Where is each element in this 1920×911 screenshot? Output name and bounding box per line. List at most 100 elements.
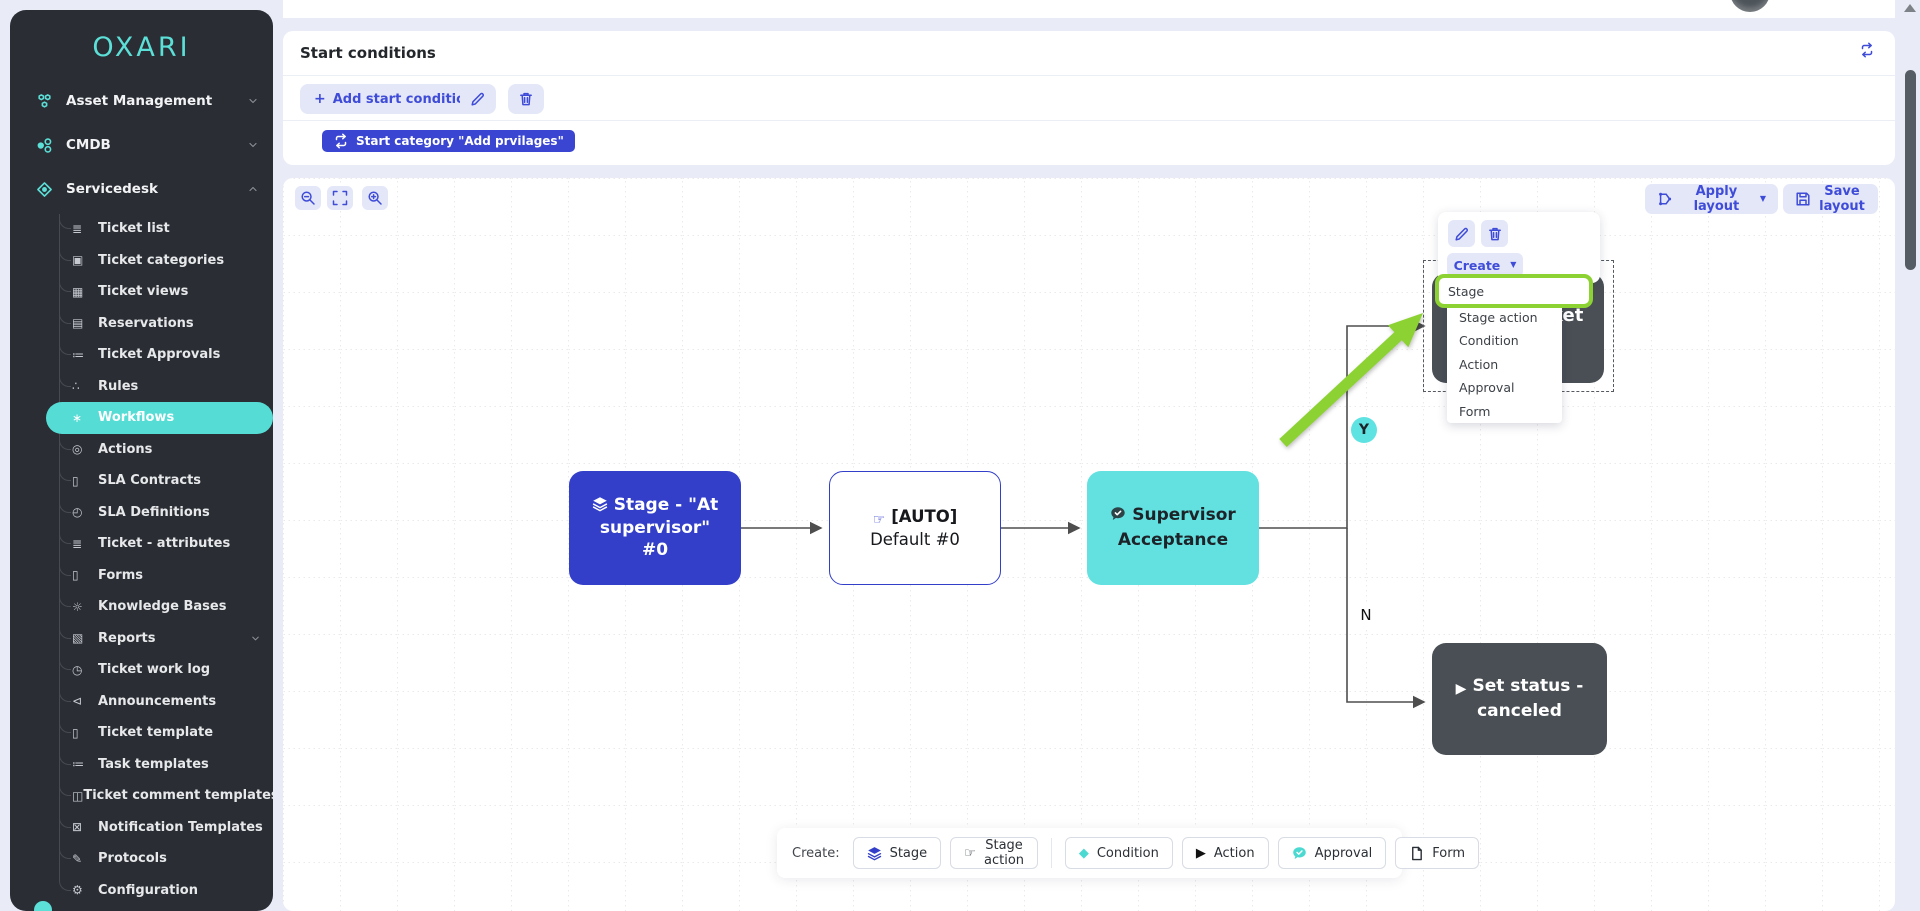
chart-icon: ▧ xyxy=(72,631,84,646)
sidebar-item-ticket-categories[interactable]: ▣Ticket categories xyxy=(10,245,273,277)
tree-branch xyxy=(59,686,71,702)
create-stage-action-button[interactable]: ☞Stage action xyxy=(950,837,1039,869)
create-menu-item-action[interactable]: Action xyxy=(1459,356,1499,372)
tree-branch xyxy=(59,497,71,513)
node-context-menu: Create ▼ xyxy=(1438,212,1600,283)
sidebar-section-asset-management[interactable]: Asset Management xyxy=(10,79,273,123)
play-icon: ▶ xyxy=(1455,681,1467,698)
tutorial-highlight-box: Stage xyxy=(1435,274,1593,308)
context-edit-button[interactable] xyxy=(1448,220,1475,247)
bubble-check-icon xyxy=(1292,846,1307,861)
sidebar-section-servicedesk[interactable]: Servicedesk xyxy=(10,167,273,211)
sidebar-item-knowledge-bases[interactable]: ☼Knowledge Bases xyxy=(10,591,273,623)
sidebar-item-actions[interactable]: ◎Actions xyxy=(10,434,273,466)
diamond-icon: ◆ xyxy=(1078,845,1089,861)
gear-icon: ⚙ xyxy=(72,883,83,898)
refresh-icon[interactable] xyxy=(1859,42,1875,58)
pencil-icon xyxy=(1454,226,1470,242)
announce-icon: ⊲ xyxy=(72,694,83,709)
tree-branch xyxy=(59,623,71,639)
trash-icon xyxy=(1487,226,1503,242)
sidebar-item-task-templates[interactable]: ≔Task templates xyxy=(10,749,273,781)
tree-branch xyxy=(59,371,71,387)
zoom-out-button[interactable] xyxy=(295,186,321,210)
bulb-icon: ☼ xyxy=(72,599,83,614)
divider xyxy=(283,120,1895,121)
clock2-icon: ◷ xyxy=(72,662,83,677)
create-menu-item-condition[interactable]: Condition xyxy=(1459,333,1519,349)
sidebar-item-configuration[interactable]: ⚙Configuration xyxy=(10,875,273,907)
start-category-button[interactable]: Start category "Add prvilages" xyxy=(322,130,575,152)
create-menu-item-form[interactable]: Form xyxy=(1459,403,1491,419)
sidebar-item-reservations[interactable]: ▤Reservations xyxy=(10,308,273,340)
apply-layout-button[interactable]: Apply layout ▼ xyxy=(1645,184,1778,214)
fit-view-icon xyxy=(332,190,348,206)
create-condition-button[interactable]: ◆Condition xyxy=(1064,837,1173,869)
sidebar-item-protocols[interactable]: ✎Protocols xyxy=(10,843,273,875)
sidebar-item-ticket-comment-templates[interactable]: ◫Ticket comment templates xyxy=(10,780,273,812)
add-start-condition-button[interactable]: + Add start condition xyxy=(300,84,489,114)
doc-icon: ▯ xyxy=(72,568,79,583)
tree-branch xyxy=(59,560,71,576)
target-icon: ◎ xyxy=(72,442,83,457)
create-form-button[interactable]: Form xyxy=(1395,837,1480,869)
create-menu-item-stage-action[interactable]: Stage action xyxy=(1459,309,1538,325)
play-icon: ▶ xyxy=(1195,845,1206,861)
sidebar-item-ticket-list[interactable]: ≣Ticket list xyxy=(10,213,273,245)
node-supervisor-acceptance[interactable]: Supervisor Acceptance xyxy=(1087,471,1259,585)
sidebar-section-cmdb[interactable]: CMDB xyxy=(10,123,273,167)
scrollbar-up-arrow[interactable] xyxy=(1904,4,1916,12)
sidebar-item-ticket-work-log[interactable]: ◷Ticket work log xyxy=(10,654,273,686)
apply-layout-icon xyxy=(1657,191,1673,207)
save-layout-button[interactable]: Save layout xyxy=(1783,184,1878,214)
list-check-icon: ≔ xyxy=(72,757,84,772)
hand-icon: ☞ xyxy=(964,845,976,861)
sidebar-item-workflows[interactable]: ∗Workflows xyxy=(46,402,273,434)
user-avatar[interactable] xyxy=(1730,0,1770,12)
repeat-icon xyxy=(333,133,349,149)
node-stage-at-supervisor[interactable]: Stage - "At supervisor" #0 xyxy=(569,471,741,585)
sidebar-user-avatar[interactable] xyxy=(34,901,52,911)
sidebar-item-ticket-template[interactable]: ▯Ticket template xyxy=(10,717,273,749)
sidebar-item-ticket-approvals[interactable]: ≔Ticket Approvals xyxy=(10,339,273,371)
comment-icon: ◫ xyxy=(72,788,84,803)
app-logo: OXARI xyxy=(92,32,191,63)
tree-branch xyxy=(59,277,71,292)
tree-branch xyxy=(59,308,71,324)
sidebar-item-sla-contracts[interactable]: ▯SLA Contracts xyxy=(10,465,273,497)
sidebar-item-ticket-attributes[interactable]: ≣Ticket - attributes xyxy=(10,528,273,560)
start-conditions-title: Start conditions xyxy=(300,44,436,62)
edit-start-condition-button[interactable] xyxy=(460,84,496,114)
delete-start-condition-button[interactable] xyxy=(508,84,544,114)
sidebar-item-ticket-views[interactable]: ▦Ticket views xyxy=(10,276,273,308)
tree-branch xyxy=(59,434,71,450)
sidebar-item-forms[interactable]: ▯Forms xyxy=(10,560,273,592)
sidebar-item-notification-templates[interactable]: ⊠Notification Templates xyxy=(10,812,273,844)
create-menu-item-approval[interactable]: Approval xyxy=(1459,380,1515,396)
context-create-button[interactable]: Create ▼ xyxy=(1447,253,1523,277)
tree-branch xyxy=(59,245,71,261)
sidebar-item-reports[interactable]: ▧Reports xyxy=(10,623,273,655)
fit-view-button[interactable] xyxy=(327,186,353,210)
hand-icon: ☞ xyxy=(872,511,886,528)
create-approval-button[interactable]: Approval xyxy=(1277,837,1387,869)
sidebar-sub-nav: ≣Ticket list▣Ticket categories▦Ticket vi… xyxy=(10,213,273,906)
layers-icon xyxy=(867,846,882,861)
scrollbar-thumb[interactable] xyxy=(1905,70,1916,270)
node-auto-default[interactable]: ☞[AUTO] Default #0 xyxy=(829,471,1001,585)
cmdb-icon xyxy=(36,137,66,154)
workflow-canvas[interactable]: Apply layout ▼ Save layout Stage - "At s… xyxy=(283,178,1895,911)
sidebar-item-sla-definitions[interactable]: ◴SLA Definitions xyxy=(10,497,273,529)
context-delete-button[interactable] xyxy=(1481,220,1508,247)
zoom-in-button[interactable] xyxy=(362,186,388,210)
sidebar-item-rules[interactable]: ∴Rules xyxy=(10,371,273,403)
servicedesk-icon xyxy=(36,181,66,198)
create-stage-button[interactable]: Stage xyxy=(852,837,942,869)
sidebar-tree-line xyxy=(59,215,60,877)
divider xyxy=(283,75,1895,76)
sidebar-item-announcements[interactable]: ⊲Announcements xyxy=(10,686,273,718)
create-action-button[interactable]: ▶Action xyxy=(1181,837,1269,869)
node-set-status-canceled[interactable]: ▶Set status - canceled xyxy=(1432,643,1607,755)
